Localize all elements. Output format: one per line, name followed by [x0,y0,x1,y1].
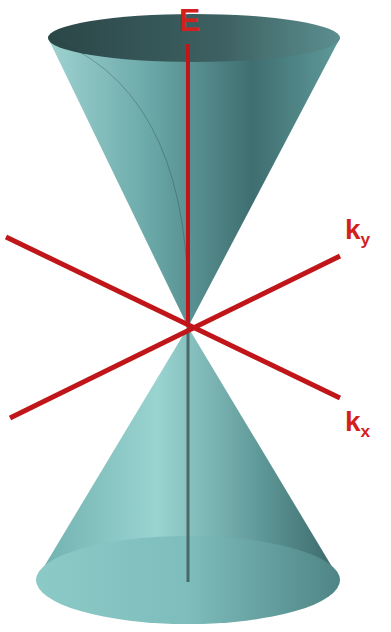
energy-axis [186,44,190,327]
axis-label: ky [345,216,370,244]
energy-axis-hidden [187,327,190,582]
cone-shading [60,42,188,327]
axis-label: E [179,4,200,36]
axis-label: kx [345,408,370,436]
ky-axis [10,256,340,418]
upper-cone [48,38,340,327]
kx-axis [6,237,340,398]
